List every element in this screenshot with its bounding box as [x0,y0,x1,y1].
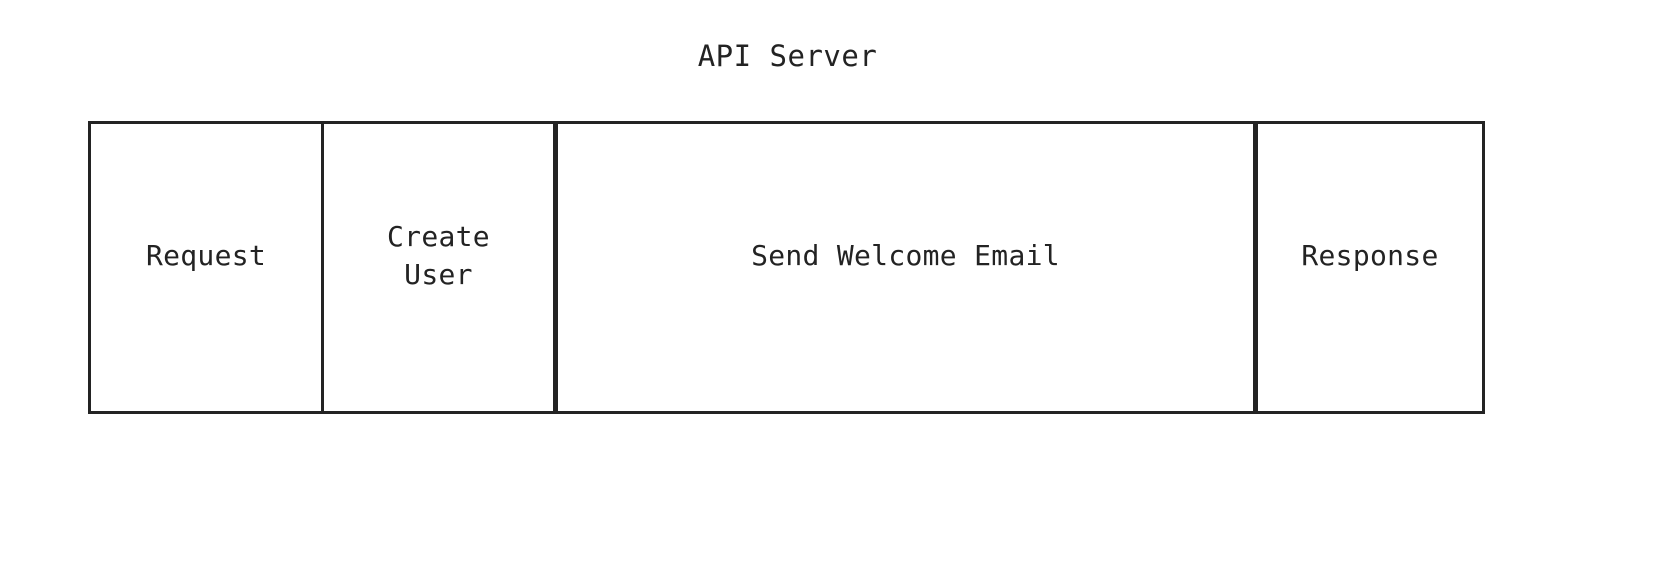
phase-label-response: Response [1301,238,1439,272]
phase-label-create-user: Create User [387,219,490,291]
phase-label-request: Request [145,238,267,272]
phase-cell-create-user[interactable]: Create User [321,124,553,411]
page-title: API Server [697,39,878,73]
phase-cell-request[interactable]: Request [91,124,321,411]
phase-cell-response[interactable]: Response [1253,124,1482,411]
phase-label-send-welcome-email: Send Welcome Email [751,238,1060,272]
activation-bar: Request Create User Send Welcome Email R… [88,121,1485,414]
phase-cell-send-welcome-email[interactable]: Send Welcome Email [553,124,1253,411]
